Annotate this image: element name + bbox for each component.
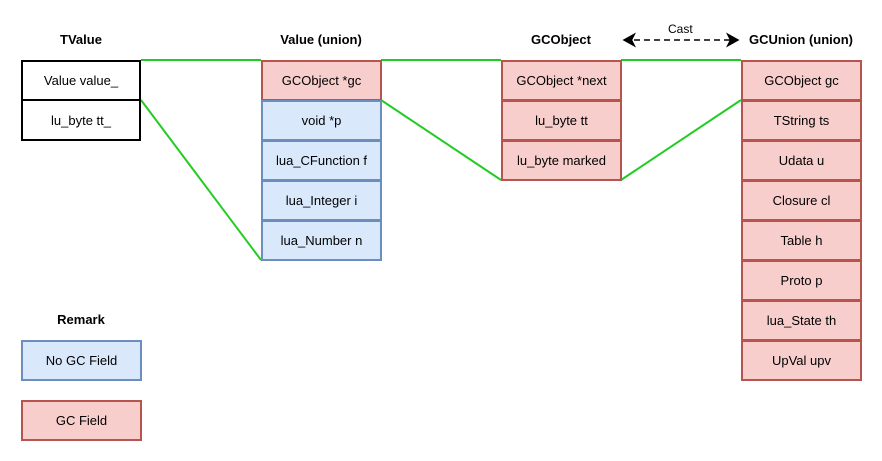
gcunion-field: Udata u [741,140,862,181]
legend-gc-field: GC Field [21,400,142,441]
value-field: lua_CFunction f [261,140,382,181]
gcunion-field: lua_State th [741,300,862,341]
gcobject-title: GCObject [531,32,591,47]
gcunion-field: Proto p [741,260,862,301]
gcunion-field: UpVal upv [741,340,862,381]
gcunion-field: GCObject gc [741,60,862,101]
value-field: GCObject *gc [261,60,382,101]
value-field: lua_Integer i [261,180,382,221]
gcunion-field: Table h [741,220,862,261]
tvalue-field: Value value_ [21,60,141,101]
legend-no-gc-field: No GC Field [21,340,142,381]
gcobject-field: lu_byte marked [501,140,622,181]
gcobject-field: lu_byte tt [501,100,622,141]
tvalue-field: lu_byte tt_ [21,99,141,141]
value-field: void *p [261,100,382,141]
gcunion-field: TString ts [741,100,862,141]
connector-gcobject-bottom [620,99,742,181]
gcunion-title: GCUnion (union) [749,32,853,47]
gcobject-field: GCObject *next [501,60,622,101]
value-union-title: Value (union) [280,32,362,47]
value-field: lua_Number n [261,220,382,261]
connector-tvalue-bottom [140,99,262,261]
remark-title: Remark [57,312,105,327]
cast-label: Cast [668,22,693,36]
tvalue-title: TValue [60,32,102,47]
gcunion-field: Closure cl [741,180,862,221]
connector-value-bottom [380,99,502,181]
